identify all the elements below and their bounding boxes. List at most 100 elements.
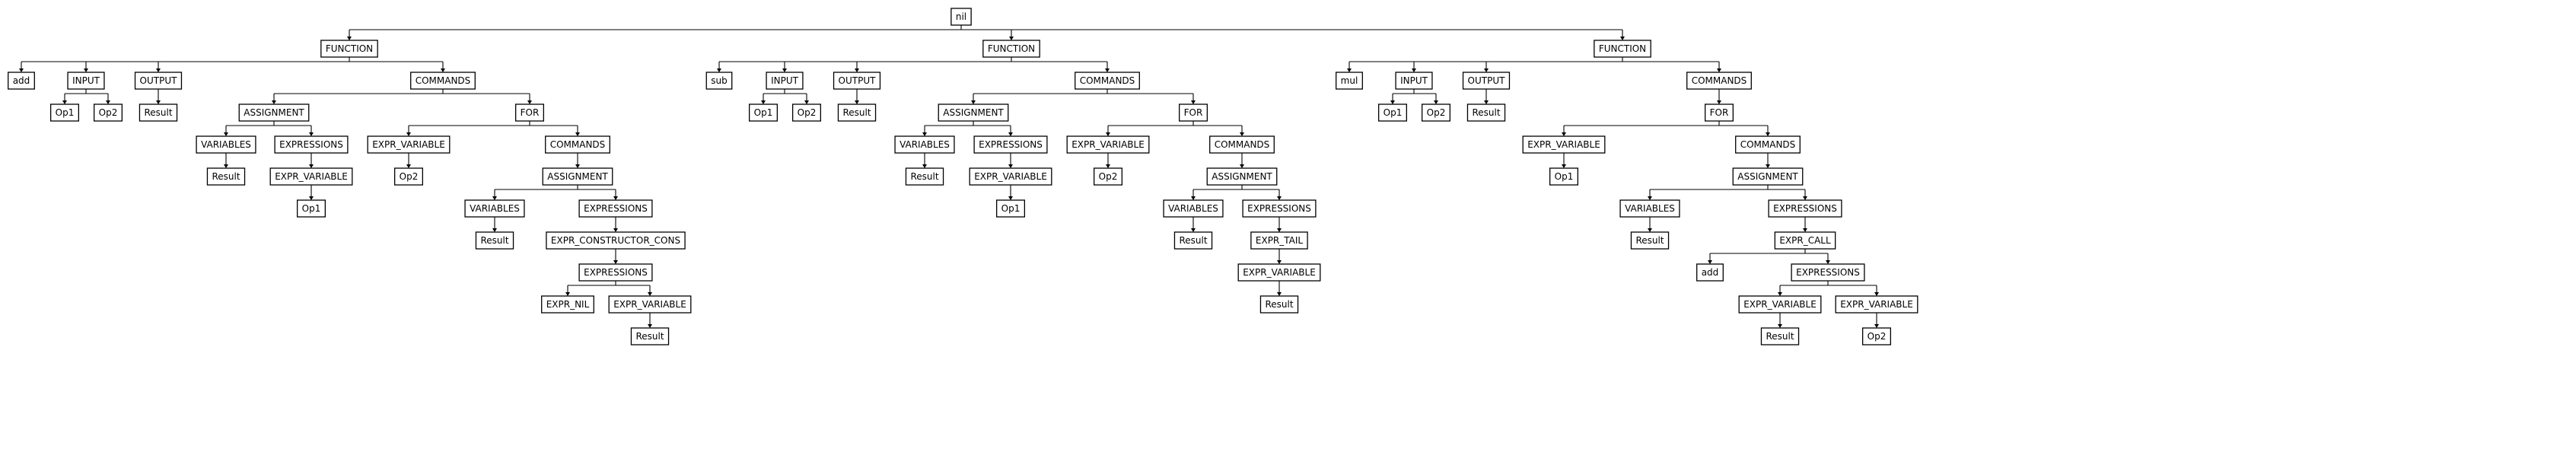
- tree-node-add: add: [8, 72, 35, 90]
- tree-node-label: ASSIGNMENT: [244, 107, 304, 118]
- tree-node-assignment: ASSIGNMENT: [1206, 167, 1278, 186]
- tree-edge-arrowhead: [1778, 324, 1782, 328]
- tree-node-box: [134, 72, 183, 90]
- tree-node-box: [1774, 231, 1836, 250]
- tree-node-box: [8, 72, 35, 90]
- tree-node-result: Result: [905, 167, 944, 186]
- tree-node-label: VARIABLES: [470, 203, 520, 214]
- tree-node-op2: Op2: [791, 103, 822, 122]
- tree-node-function: FUNCTION: [1594, 40, 1651, 58]
- tree-edge-arrowhead: [565, 292, 570, 296]
- tree-node-input: INPUT: [766, 72, 804, 90]
- tree-node-label: VARIABLES: [900, 139, 950, 150]
- tree-edge-arrowhead: [1717, 68, 1721, 72]
- tree-node-box: [969, 167, 1052, 186]
- tree-node-variables: VARIABLES: [1619, 199, 1680, 218]
- tree-node-label: mul: [1341, 75, 1358, 86]
- tree-edge-arrowhead: [1717, 100, 1721, 104]
- tree-node-label: EXPR_VARIABLE: [1071, 139, 1145, 150]
- tree-node-op1: Op1: [49, 103, 80, 122]
- tree-node-box: [578, 263, 653, 282]
- tree-node-box: [1760, 327, 1800, 345]
- tree-node-label: add: [1702, 267, 1719, 278]
- tree-node-box: [938, 103, 1009, 122]
- tree-node-variables: VARIABLES: [196, 135, 256, 154]
- tree-edge-arrowhead: [1874, 292, 1879, 296]
- tree-node-box: [950, 8, 972, 26]
- tree-node-commands: COMMANDS: [410, 72, 476, 90]
- tree-node-expr-variable: EXPR_VARIABLE: [608, 295, 692, 314]
- tree-node-label: EXPR_VARIABLE: [1840, 299, 1913, 310]
- tree-node-box: [905, 167, 944, 186]
- tree-edge-arrowhead: [1008, 164, 1013, 168]
- tree-node-box: [982, 40, 1040, 58]
- tree-node-assignment: ASSIGNMENT: [542, 167, 613, 186]
- tree-edge-arrowhead: [406, 164, 411, 168]
- tree-node-label: EXPR_VARIABLE: [613, 299, 686, 310]
- tree-node-box: [515, 103, 544, 122]
- tree-edge-arrowhead: [575, 164, 580, 168]
- tree-node-label: FOR: [1710, 107, 1729, 118]
- tree-node-result: Result: [475, 231, 514, 250]
- tree-node-label: COMMANDS: [550, 139, 606, 150]
- tree-node-box: [995, 199, 1026, 218]
- tree-edge-arrowhead: [1648, 196, 1652, 200]
- tree-node-label: EXPR_NIL: [546, 299, 590, 310]
- tree-edge-arrowhead: [1277, 196, 1282, 200]
- tree-edge-arrowhead: [922, 164, 927, 168]
- tree-node-op2: Op2: [93, 103, 123, 122]
- tree-node-box: [139, 103, 178, 122]
- tree-edge-arrowhead: [84, 68, 88, 72]
- tree-node-box: [93, 103, 123, 122]
- tree-edge-arrowhead: [347, 37, 352, 40]
- tree-edge-arrowhead: [272, 100, 276, 104]
- tree-node-label: Op1: [1001, 203, 1021, 214]
- tree-edge-arrowhead: [1484, 68, 1489, 72]
- tree-edge-arrowhead: [613, 196, 618, 200]
- tree-node-label: VARIABLES: [1625, 203, 1675, 214]
- tree-node-assignment: ASSIGNMENT: [238, 103, 310, 122]
- tree-node-label: FOR: [521, 107, 540, 118]
- tree-edge-arrowhead: [309, 132, 314, 136]
- tree-node-function: FUNCTION: [982, 40, 1040, 58]
- tree-node-label: OUTPUT: [839, 75, 877, 86]
- tree-node-label: EXPRESSIONS: [584, 203, 648, 214]
- tree-node-input: INPUT: [67, 72, 105, 90]
- tree-edge-arrowhead: [1766, 164, 1770, 168]
- tree-edge-arrowhead: [1277, 260, 1282, 264]
- tree-node-box: [1522, 135, 1606, 154]
- tree-edge-arrowhead: [717, 68, 721, 72]
- tree-edge-arrowhead: [1708, 260, 1712, 264]
- tree-edge-arrowhead: [855, 100, 859, 104]
- tree-node-box: [546, 231, 686, 250]
- tree-edge-arrowhead: [1778, 292, 1782, 296]
- tree-node-box: [1336, 72, 1363, 90]
- tree-edge-arrowhead: [855, 68, 859, 72]
- tree-edge-arrowhead: [1106, 164, 1110, 168]
- tree-edge-arrowhead: [1106, 132, 1110, 136]
- tree-node-box: [475, 231, 514, 250]
- tree-node-box: [833, 72, 881, 90]
- tree-edge-arrowhead: [492, 228, 497, 232]
- tree-node-box: [545, 135, 610, 154]
- tree-node-box: [837, 103, 877, 122]
- tree-node-label: OUTPUT: [140, 75, 178, 86]
- tree-node-expr-variable: EXPR_VARIABLE: [969, 167, 1052, 186]
- tree-edge-arrowhead: [156, 68, 161, 72]
- tree-node-box: [1421, 103, 1451, 122]
- tree-node-box: [1732, 167, 1804, 186]
- tree-node-mul: mul: [1336, 72, 1363, 90]
- tree-node-label: OUTPUT: [1468, 75, 1506, 86]
- tree-node-output: OUTPUT: [833, 72, 881, 90]
- tree-node-expr-call: EXPR_CALL: [1774, 231, 1836, 250]
- tree-node-label: INPUT: [1400, 75, 1428, 86]
- tree-node-label: EXPR_CALL: [1779, 235, 1831, 246]
- tree-edge-arrowhead: [1484, 100, 1489, 104]
- tree-edge-arrowhead: [1390, 100, 1395, 104]
- tree-node-op1: Op1: [296, 199, 326, 218]
- tree-node-assignment: ASSIGNMENT: [938, 103, 1009, 122]
- tree-node-box: [410, 72, 476, 90]
- tree-edge-arrowhead: [19, 68, 24, 72]
